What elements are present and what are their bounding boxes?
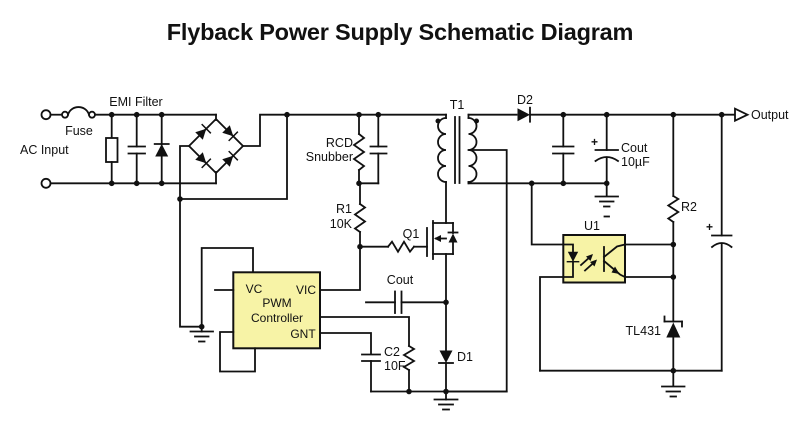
r1-value: 10K <box>330 217 353 231</box>
t1-label: T1 <box>450 98 465 112</box>
capacitor-cout-output: + Cout 10µF <box>591 113 650 218</box>
fuse-label: Fuse <box>65 124 93 138</box>
feedback-rail <box>539 369 723 398</box>
q1-label: Q1 <box>403 227 420 241</box>
r1-label: R1 <box>336 202 352 216</box>
feedback-capacitor: + <box>706 113 733 372</box>
bridge-wiring <box>179 113 447 328</box>
led-cathode-wire <box>539 276 565 372</box>
emi-box-component <box>105 113 119 185</box>
capacitor-c2: C2 10F <box>361 345 508 393</box>
ac-rails: EMI Filter <box>49 95 217 185</box>
gnt-pin-wire <box>320 332 372 355</box>
ac-input-label: AC Input <box>20 143 69 157</box>
resistor-r2: R2 <box>666 113 697 323</box>
pin-label-gnt: GNT <box>290 327 316 341</box>
pin-label-vic: VIC <box>296 283 316 297</box>
output-arrow-icon <box>734 107 750 123</box>
pwm-controller: VC VIC PWM Controller GNT <box>214 245 416 393</box>
diode-d2: D2 <box>467 93 533 123</box>
transformer-t1: T1 <box>435 98 479 224</box>
plus-sign: + <box>706 220 713 234</box>
diode-d1: D1 <box>438 301 473 393</box>
vic-pin-wire <box>320 245 361 291</box>
rcd-snubber: RCD Snubber <box>306 113 388 185</box>
output-label: Output <box>751 108 789 122</box>
tl431-shunt-regulator: TL431 <box>626 315 683 372</box>
tl431-label: TL431 <box>626 324 661 338</box>
pwm-loop-wire <box>219 331 256 373</box>
plus-sign: + <box>591 135 598 149</box>
pwm-pin2-wire <box>320 316 410 347</box>
optocoupler-u1: U1 <box>539 219 675 372</box>
u1-label: U1 <box>584 219 600 233</box>
emi-capacitor <box>127 113 146 185</box>
junction-dots <box>108 111 725 395</box>
cout-value: 10µF <box>621 155 650 169</box>
pwm-name-line2: Controller <box>251 311 303 325</box>
pin2-resistor <box>402 344 416 372</box>
d2-label: D2 <box>517 93 533 107</box>
gate-resistor <box>386 239 416 254</box>
cout-label: Cout <box>621 141 648 155</box>
diagram-title: Flyback Power Supply Schematic Diagram <box>167 19 634 45</box>
r2-label: R2 <box>681 200 697 214</box>
output-filter-capacitor <box>552 113 575 185</box>
cout-gate-label: Cout <box>387 273 414 287</box>
snubber-label: Snubber <box>306 150 353 164</box>
pin-label-vc: VC <box>246 282 263 296</box>
d1-label: D1 <box>457 350 473 364</box>
c2-label: C2 <box>384 345 400 359</box>
rcd-label: RCD <box>326 136 353 150</box>
mosfet-q1: Q1 <box>359 220 459 304</box>
bridge-rectifier <box>187 117 245 175</box>
emi-filter-label: EMI Filter <box>109 95 162 109</box>
capacitor-cout-gate: Cout <box>365 273 447 314</box>
ac-input-terminals: AC Input <box>20 109 69 189</box>
emi-diode <box>153 113 170 185</box>
output-rail: Output <box>529 107 789 123</box>
c2-value: 10F <box>384 359 406 373</box>
resistor-r1: R1 10K <box>330 182 367 248</box>
fuse: Fuse <box>49 106 96 138</box>
phase-dot <box>474 118 479 124</box>
phase-dot <box>435 118 441 124</box>
pwm-name-line1: PWM <box>262 296 291 310</box>
